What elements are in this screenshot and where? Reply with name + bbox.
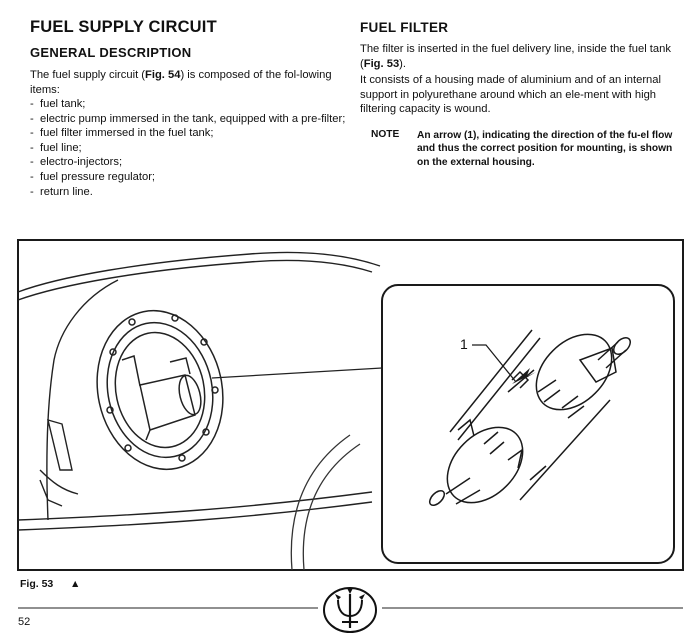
list-item: fuel pressure regulator; [30,170,350,185]
figure-reference: Fig. 53 [363,57,400,70]
list-item: electric pump immersed in the tank, equi… [30,112,350,127]
list-item: return line. [30,185,350,200]
intro-text-end: ) is composed of the fol-lowing items: [30,69,332,96]
note-text: An arrow (1), indicating the direction o… [417,130,673,168]
filter-paragraph-1: The filter is inserted in the fuel deliv… [360,42,678,71]
caption-triangle-icon: ▲ [70,578,81,590]
flow-arrow-icon [512,368,536,384]
list-item: fuel filter immersed in the fuel tank; [30,126,350,141]
fuel-hose-drawing [290,434,361,571]
callout-leader-line [472,344,517,383]
list-item: fuel tank; [30,97,350,112]
detail-leader-line [211,367,383,379]
filter-text-end: ). [399,57,407,70]
fuel-filter-detail [428,329,631,507]
intro-paragraph: The fuel supply circuit (Fig. 54) is com… [30,68,348,97]
list-item: fuel line; [30,141,350,156]
trident-logo-icon [323,587,377,633]
tank-flange-drawing [96,309,224,471]
figure-frame [17,239,684,571]
figure-reference: Fig. 54 [145,69,181,81]
section-subtitle: GENERAL DESCRIPTION [30,45,192,60]
list-item: electro-injectors; [30,155,350,170]
filter-paragraph-2: It consists of a housing made of alumini… [360,74,661,116]
page-number: 52 [18,616,31,628]
section-title: FUEL SUPPLY CIRCUIT [30,18,217,36]
filter-text-start: The filter is inserted in the fuel deliv… [360,43,671,70]
filter-title: FUEL FILTER [360,20,449,35]
vehicle-body-drawing [17,251,381,531]
component-list: fuel tank; electric pump immersed in the… [30,97,350,199]
note-label: NOTE [371,129,400,140]
callout-number: 1 [460,336,468,352]
figure-caption: Fig. 53 [20,578,54,590]
detail-inset [381,284,675,564]
intro-text-start: The fuel supply circuit ( [30,69,146,81]
